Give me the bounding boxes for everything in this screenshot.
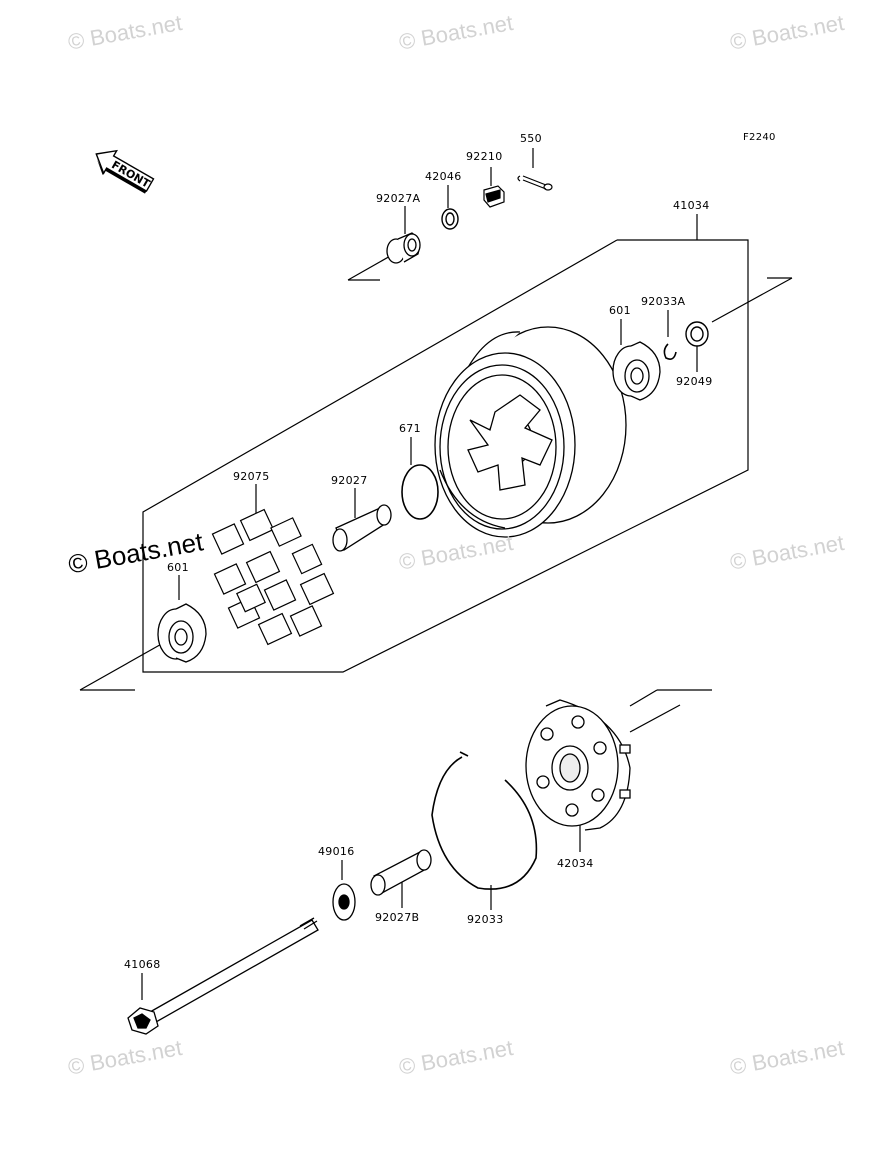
- label-550: 550: [520, 132, 542, 145]
- label-42046: 42046: [425, 170, 462, 183]
- axis-line: [711, 277, 793, 323]
- label-92027B: 92027B: [375, 911, 420, 924]
- label-41034: 41034: [673, 199, 710, 212]
- label-601-left: 601: [167, 561, 189, 574]
- label-601-top: 601: [609, 304, 631, 317]
- damper-92075: [211, 508, 335, 646]
- label-42034: 42034: [557, 857, 594, 870]
- axle-41068: [127, 917, 319, 1035]
- figure-code: F2240: [743, 132, 776, 143]
- axis-line: [79, 641, 166, 691]
- wheel-41034: [434, 326, 627, 538]
- assembly-outline: [142, 239, 749, 673]
- label-92033: 92033: [467, 913, 504, 926]
- bearing-601-left: [157, 603, 207, 663]
- washer-49016: [332, 883, 356, 921]
- label-92075: 92075: [233, 470, 270, 483]
- sprocket-coupling-42034: [525, 699, 631, 831]
- bearing-601-top: [612, 341, 661, 401]
- washer-42046: [441, 208, 459, 230]
- label-92027: 92027: [331, 474, 368, 487]
- o-ring-671: [401, 464, 439, 520]
- front-arrow-icon: FRONT: [95, 149, 155, 194]
- axis-line: [629, 689, 658, 707]
- axis-line: [347, 254, 393, 281]
- collar-92027A: [386, 232, 421, 264]
- cotter-pin-550: [517, 175, 553, 191]
- label-41068: 41068: [124, 958, 161, 971]
- label-92027A: 92027A: [376, 192, 421, 205]
- label-92033A: 92033A: [641, 295, 686, 308]
- circlip-92033: [431, 756, 538, 890]
- collar-92027B: [370, 849, 432, 896]
- axis-line: [629, 704, 681, 733]
- label-671: 671: [399, 422, 421, 435]
- seal-92049: [685, 321, 709, 347]
- collar-92027: [332, 504, 392, 552]
- label-49016: 49016: [318, 845, 355, 858]
- label-92049: 92049: [676, 375, 713, 388]
- label-92210: 92210: [466, 150, 503, 163]
- circlip-92033A: [663, 343, 677, 360]
- nut-92210: [483, 185, 505, 208]
